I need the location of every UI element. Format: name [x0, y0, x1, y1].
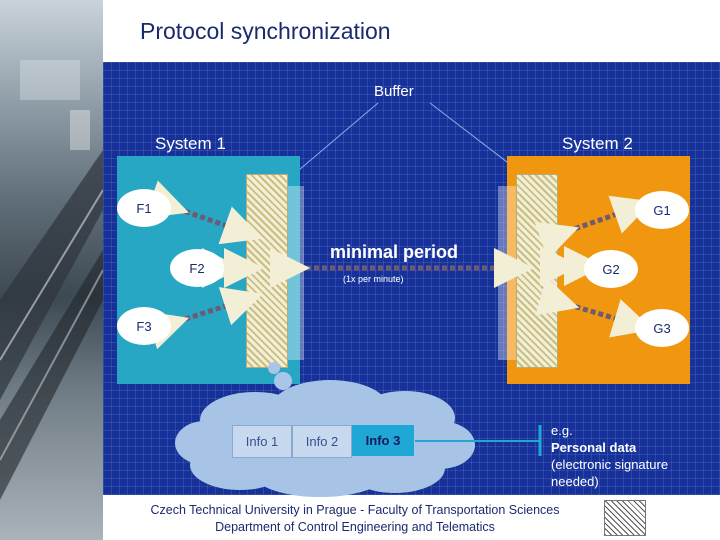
system1-label: System 1 — [155, 134, 226, 153]
footer-line-2: Department of Control Engineering and Te… — [215, 520, 495, 534]
note-line-1: e.g. — [551, 423, 573, 438]
personal-data-note: e.g. Personal data (electronic signature… — [551, 422, 668, 490]
note-line-4: needed) — [551, 474, 599, 489]
arrow-g3 — [535, 277, 654, 338]
bubble-f3: F3 — [117, 307, 171, 345]
bubble-g1: G1 — [635, 191, 689, 229]
connector-dot-small — [268, 362, 280, 374]
note-line-2: Personal data — [551, 440, 637, 455]
info-box-1: Info 1 — [232, 425, 292, 458]
road-photo — [0, 0, 103, 540]
arrow-f3 — [144, 287, 264, 350]
bubble-g2: G2 — [584, 250, 638, 288]
connector-dot-large — [274, 372, 292, 390]
footer-line-1: Czech Technical University in Prague - F… — [150, 503, 560, 517]
info-box-2: Info 2 — [292, 425, 352, 458]
buffer-label: Buffer — [374, 83, 414, 100]
bubble-g3: G3 — [635, 309, 689, 347]
buffer-line-left — [298, 102, 379, 171]
buffer-line-right — [429, 102, 521, 173]
road-photo-art — [0, 60, 103, 500]
bubble-f1: F1 — [117, 189, 171, 227]
info-box-3: Info 3 — [352, 425, 414, 456]
system2-label: System 2 — [562, 134, 633, 153]
university-seal — [604, 500, 646, 536]
page-title: Protocol synchronization — [140, 18, 391, 44]
arrow-g1 — [534, 195, 653, 260]
bubble-f2: F2 — [170, 249, 224, 287]
note-line-3: (electronic signature — [551, 457, 669, 472]
arrow-f1 — [144, 180, 263, 245]
minimal-period-note: (1x per minute) — [343, 274, 404, 284]
minimal-period-label: minimal period — [330, 242, 459, 262]
